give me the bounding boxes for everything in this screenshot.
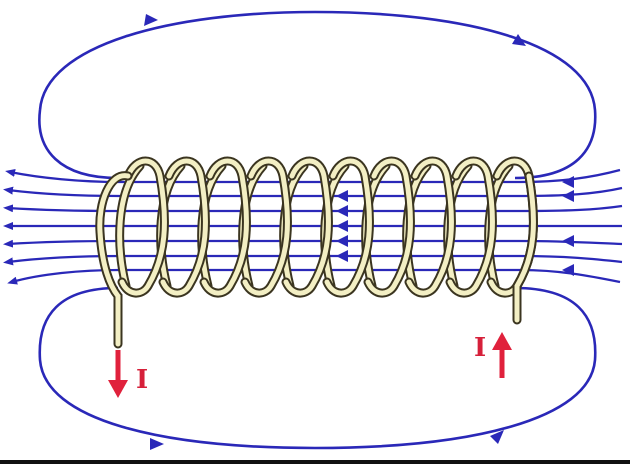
arrowhead-icon bbox=[336, 235, 348, 247]
current-arrow-left bbox=[108, 350, 128, 398]
coil-turn-front-highlight bbox=[406, 158, 454, 296]
coil-turn-front-highlight bbox=[283, 158, 331, 296]
arrowhead-icon bbox=[512, 34, 526, 46]
coil-lead-left-highlight bbox=[97, 173, 131, 347]
arrow-up-icon bbox=[492, 332, 512, 350]
arrow-down-icon bbox=[108, 380, 128, 398]
current-arrow-right bbox=[492, 332, 512, 378]
arrowhead-icon bbox=[336, 250, 348, 262]
coil-turn-front-highlight bbox=[324, 158, 372, 296]
arrowhead-icon bbox=[562, 264, 574, 276]
coil-turn-front-highlight bbox=[447, 158, 495, 296]
coil-interior-arrows bbox=[336, 176, 574, 276]
bottom-field-loop bbox=[38, 286, 597, 450]
arrowhead-icon bbox=[562, 235, 574, 247]
coil-turn-front-highlight bbox=[365, 158, 413, 296]
arrowhead-icon bbox=[336, 190, 348, 202]
arrowhead-icon bbox=[336, 220, 348, 232]
coil-turn-front-highlight bbox=[119, 158, 167, 296]
arrowhead-icon bbox=[562, 190, 574, 202]
coil-turn-front-highlight bbox=[242, 158, 290, 296]
current-label-right: I bbox=[474, 333, 486, 363]
solenoid-coil bbox=[95, 156, 538, 349]
arrowhead-icon bbox=[490, 430, 504, 444]
arrowhead-icon bbox=[562, 176, 574, 188]
arrowhead-icon bbox=[150, 438, 164, 450]
bottom-border bbox=[0, 460, 630, 464]
current-label-left: I bbox=[136, 365, 148, 395]
coil-turn-front-highlight bbox=[160, 158, 208, 296]
arrowhead-icon bbox=[144, 14, 158, 26]
coil-turn-front-highlight bbox=[201, 158, 249, 296]
outer-loop-arrows bbox=[144, 14, 526, 450]
coil-lead-right-highlight bbox=[514, 173, 536, 323]
arrowhead-icon bbox=[336, 205, 348, 217]
top-field-loop bbox=[38, 10, 597, 180]
outer-field-loops bbox=[38, 10, 597, 450]
